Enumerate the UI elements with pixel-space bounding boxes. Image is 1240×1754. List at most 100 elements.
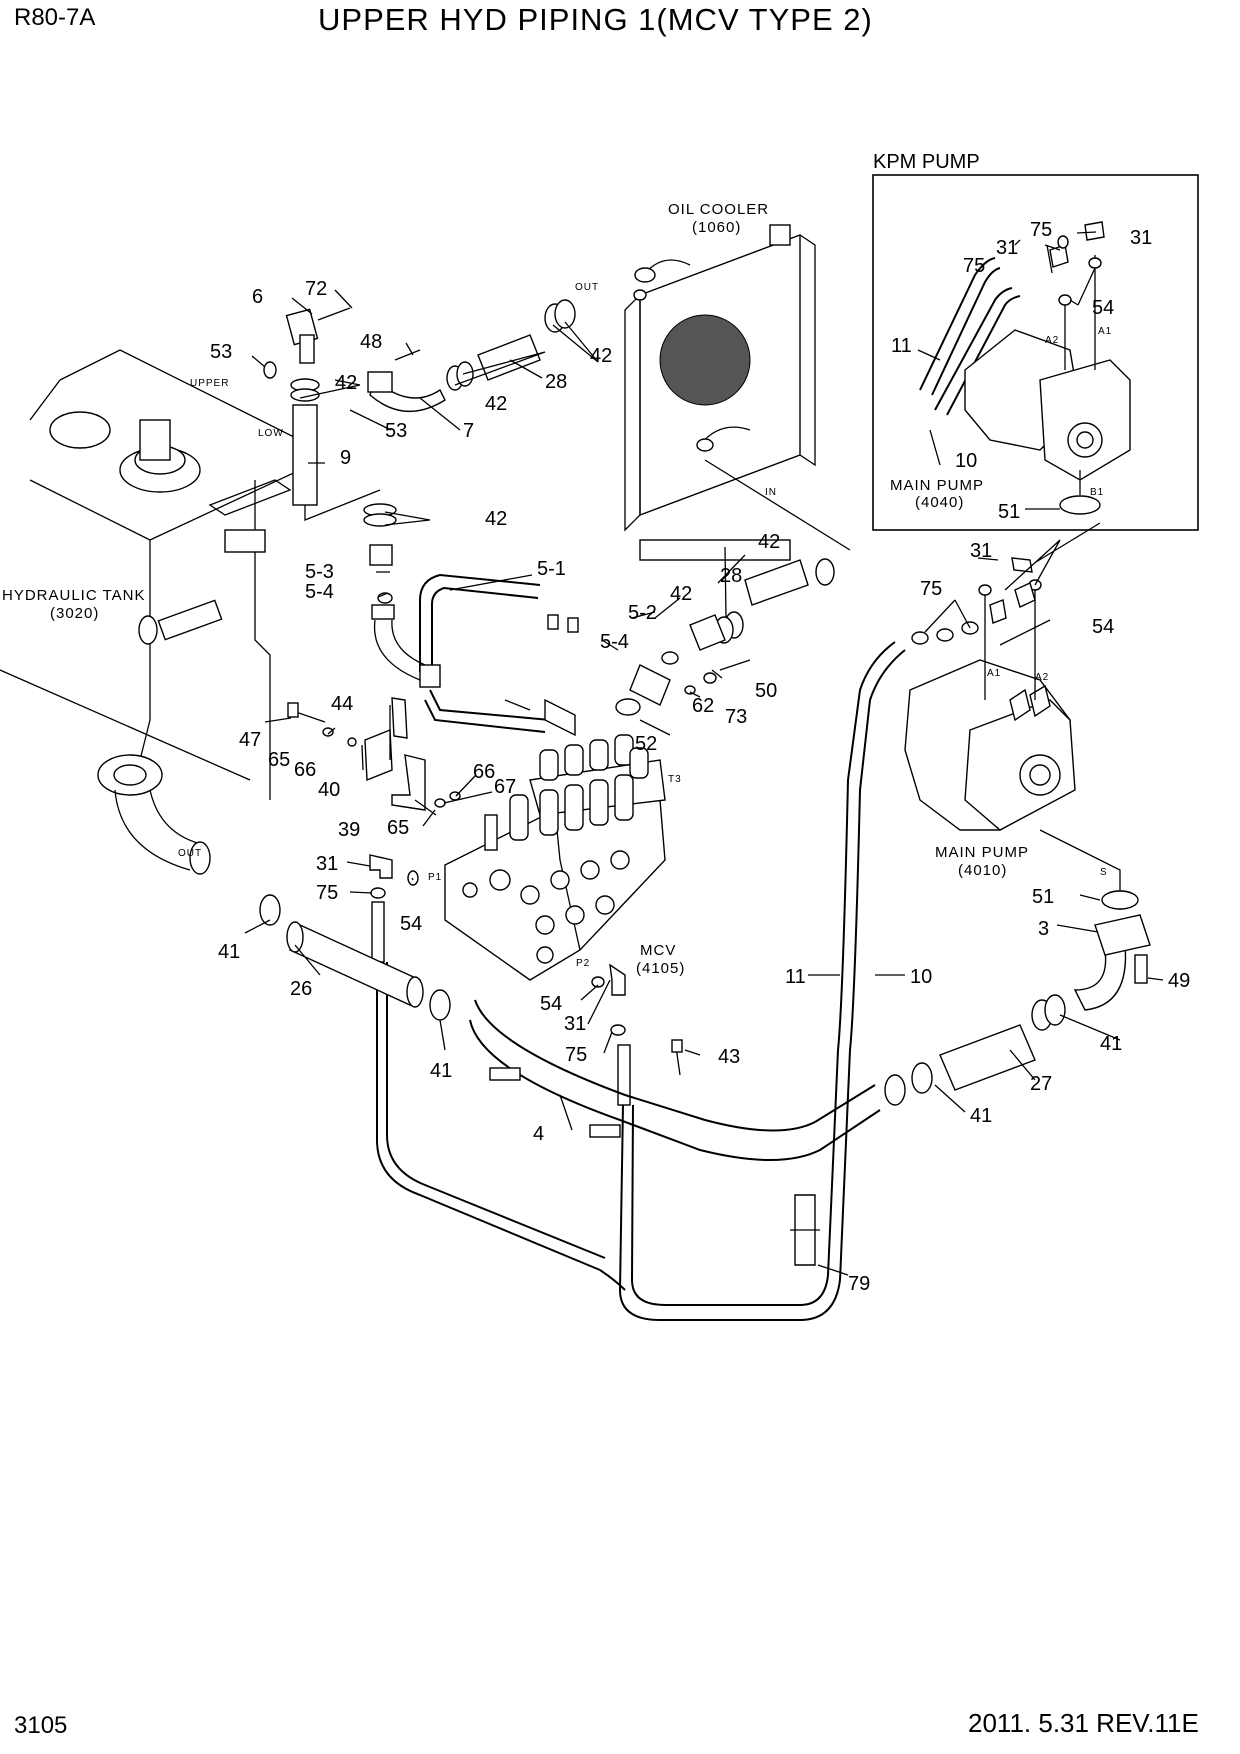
part-callout: 54 — [400, 913, 422, 935]
part-callout: 10 — [910, 966, 932, 988]
part-callout: 26 — [290, 978, 312, 1000]
part-callout: 31 — [564, 1013, 586, 1035]
tank-return-fittings — [263, 307, 426, 681]
part-callout: 31 — [1130, 227, 1152, 249]
mcv-port-p2: P2 — [576, 958, 590, 969]
tank-out-label: OUT — [178, 848, 202, 859]
part-callout: 54 — [1092, 616, 1114, 638]
part-callout: 75 — [316, 882, 338, 904]
part-callout: 31 — [316, 853, 338, 875]
part-callout: 66 — [473, 761, 495, 783]
brackets-and-bolts — [287, 697, 461, 811]
mcv-port-p1: P1 — [428, 872, 442, 883]
hydraulic-tank-label: HYDRAULIC TANK — [2, 587, 145, 604]
part-callout: 42 — [590, 345, 612, 367]
part-callout: 42 — [335, 372, 357, 394]
mcv-spools — [484, 734, 649, 851]
part-callout: 9 — [340, 447, 351, 469]
part-callout: 41 — [218, 941, 240, 963]
part-callout: 28 — [545, 371, 567, 393]
oil-cooler-label: OIL COOLER — [668, 201, 769, 218]
kpm-main-pump-label: MAIN PUMP — [890, 477, 984, 494]
part-callout: 67 — [494, 776, 516, 798]
oil-cooler: OIL COOLER (1060) OUT IN — [575, 201, 851, 561]
part-callout: 53 — [385, 420, 407, 442]
oil-cooler-in-label: IN — [765, 487, 777, 498]
part-callout: 51 — [998, 501, 1020, 523]
part-callout: 49 — [1168, 970, 1190, 992]
main-pump-port-a2: A2 — [1035, 672, 1049, 683]
part-callout: 11 — [891, 335, 912, 357]
pipe-5-1 — [419, 573, 751, 737]
part-callout: 65 — [387, 817, 409, 839]
main-pump-4010-code: (4010) — [958, 862, 1007, 879]
part-callout: 40 — [318, 779, 340, 801]
part-callout: 75 — [920, 578, 942, 600]
part-callout: 3 — [1038, 918, 1049, 940]
tank-upper-label: UPPER — [190, 378, 229, 389]
part-callout: 43 — [718, 1046, 740, 1068]
oil-cooler-out-label: OUT — [575, 282, 599, 293]
main-pump-4010-label: MAIN PUMP — [935, 844, 1029, 861]
part-callout: 73 — [725, 706, 747, 728]
part-callout: 75 — [1030, 219, 1052, 241]
part-callout: 11 — [785, 966, 806, 988]
revision-date: 2011. 5.31 REV.11E — [968, 1708, 1199, 1738]
kpm-main-pump-code: (4040) — [915, 494, 964, 511]
part-callout: 4 — [533, 1123, 544, 1145]
main-pump-port-a1: A1 — [987, 668, 1001, 679]
part-callout: 75 — [565, 1044, 587, 1066]
part-callout: 51 — [1032, 886, 1054, 908]
hydraulic-tank-code: (3020) — [50, 605, 99, 622]
hydraulic-tank: HYDRAULIC TANK (3020) UPPER LOW OUT — [0, 349, 301, 875]
part-callout: 7 — [463, 420, 474, 442]
kpm-pump-title: KPM PUMP — [873, 151, 980, 173]
tank-low-label: LOW — [258, 428, 284, 439]
part-callout: 27 — [1030, 1073, 1052, 1095]
mcv-code: (4105) — [636, 960, 685, 977]
part-callout: 5-3 — [305, 561, 334, 583]
page-number: 3105 — [14, 1712, 68, 1739]
part-callout: 31 — [970, 540, 992, 562]
part-callout: 42 — [758, 531, 780, 553]
part-callout: 41 — [970, 1105, 992, 1127]
part-callout: 52 — [635, 733, 657, 755]
part-callout: 75 — [963, 255, 985, 277]
main-pump-4010: MAIN PUMP (4010) A1 A2 S — [904, 557, 1121, 890]
part-callout: 39 — [338, 819, 360, 841]
kpm-pump-inset: KPM PUMP MAIN PUMP (4040) A2 A1 B1 — [872, 151, 1199, 531]
part-callout: 5-4 — [600, 631, 629, 653]
part-callout: 72 — [305, 278, 327, 300]
part-callout: 5-2 — [628, 602, 657, 624]
part-callout: 53 — [210, 341, 232, 363]
pump-suction-flange — [1101, 890, 1139, 910]
pressure-hoses — [371, 641, 906, 1321]
part-callout: 41 — [430, 1060, 452, 1082]
main-pump-port-s: S — [1100, 867, 1108, 878]
part-callout: 28 — [720, 565, 742, 587]
part-callout: 54 — [1092, 297, 1114, 319]
mcv-port-t3: T3 — [668, 774, 682, 785]
part-callout: 41 — [1100, 1033, 1122, 1055]
suction-pipe — [259, 890, 1151, 1161]
part-callout: 42 — [670, 583, 692, 605]
kpm-port-a1: A1 — [1098, 326, 1112, 337]
page-title: UPPER HYD PIPING 1(MCV TYPE 2) — [318, 2, 873, 37]
mcv-label: MCV — [640, 942, 676, 959]
kpm-port-b1: B1 — [1090, 487, 1104, 498]
part-callout: 54 — [540, 993, 562, 1015]
mcv-valve: MCV (4105) P1 P2 T3 — [428, 734, 685, 981]
oil-cooler-code: (1060) — [692, 219, 741, 236]
part-callout: 6 — [252, 286, 263, 308]
part-callout: 42 — [485, 393, 507, 415]
part-callout: 10 — [955, 450, 977, 472]
part-callout: 31 — [996, 237, 1018, 259]
part-callout: 47 — [239, 729, 261, 751]
part-callout: 44 — [331, 693, 353, 715]
mcv-ports — [462, 850, 630, 964]
part-callout: 66 — [294, 759, 316, 781]
part-callout: 50 — [755, 680, 777, 702]
